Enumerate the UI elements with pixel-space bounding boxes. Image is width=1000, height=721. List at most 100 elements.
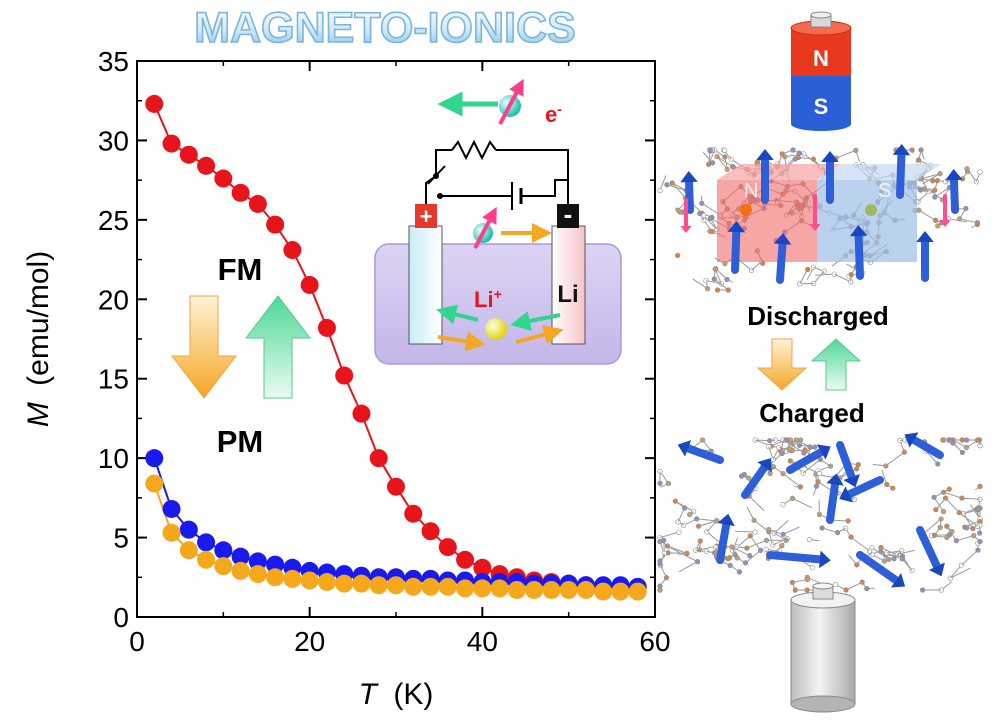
lithium-ion-ball (485, 318, 507, 340)
y-tick-label: 25 (98, 205, 129, 236)
data-point (507, 580, 526, 599)
spin-arrow-head (816, 444, 831, 460)
spin-arrow-head (819, 550, 831, 569)
network-bond (933, 497, 944, 512)
network-bond (835, 149, 856, 159)
data-point (611, 582, 630, 601)
charged-label: Charged (759, 398, 864, 428)
spin-arrow-head (839, 486, 853, 503)
network-bond (782, 473, 801, 488)
network-bond (773, 520, 789, 534)
network-bond (678, 561, 698, 573)
x-tick-label: 60 (639, 626, 670, 657)
data-point (473, 558, 492, 577)
network-atom (770, 456, 776, 462)
data-point (145, 474, 164, 493)
network-bond (886, 552, 903, 560)
data-point (335, 574, 354, 593)
metal-site (740, 204, 752, 216)
data-point (594, 582, 613, 601)
network-bond (714, 269, 722, 284)
data-point (559, 580, 578, 599)
network-bond (813, 270, 825, 284)
north-domain-block (717, 164, 841, 180)
spin-arrow-head (890, 573, 906, 588)
data-point (404, 577, 423, 596)
network-atom (738, 473, 745, 479)
data-point (438, 577, 457, 596)
network-bond (671, 182, 686, 199)
data-point (214, 169, 233, 188)
network-bond (850, 536, 870, 552)
data-point (179, 541, 198, 560)
spin-arrow-head (677, 440, 692, 457)
y-tick-label: 10 (98, 443, 129, 474)
spin-arrow-icon (684, 444, 724, 464)
network-bond (885, 451, 905, 467)
up-arrow-icon (810, 338, 862, 391)
network-bond (920, 173, 941, 180)
spin-arrow-icon (776, 240, 787, 284)
network-bond (731, 546, 750, 557)
plus-symbol: + (420, 204, 433, 229)
network-bond (845, 581, 863, 591)
network-atom (722, 147, 728, 154)
spin-arrow-icon (473, 206, 497, 249)
network-bond (970, 504, 981, 520)
discharged-label: Discharged (747, 301, 889, 331)
spin-arrow-head (756, 149, 774, 160)
network-atom (932, 194, 938, 200)
network-bond (933, 488, 950, 498)
network-atom (736, 569, 743, 575)
south-domain-block (817, 164, 941, 180)
data-point (231, 547, 250, 566)
network-bond (802, 459, 821, 474)
lithium-ion-charge: + (494, 286, 502, 302)
network-bond (713, 278, 729, 291)
network-atom (664, 182, 670, 188)
data-point (456, 579, 475, 598)
network-atom (763, 546, 769, 552)
spin-arrow-head (680, 226, 692, 233)
data-point (231, 183, 250, 202)
network-atom (786, 446, 792, 452)
network-bond (821, 527, 838, 534)
network-bond (748, 495, 765, 512)
network-atom (676, 529, 682, 535)
y-tick-label: 30 (98, 125, 129, 156)
network-bond (780, 439, 797, 454)
network-atom (714, 287, 721, 293)
network-bond (659, 531, 680, 538)
network-bond (792, 497, 812, 509)
network-atom (890, 485, 896, 491)
spin-arrow-icon (856, 551, 901, 585)
network-atom (819, 525, 825, 531)
data-point (283, 569, 302, 588)
spin-arrow-icon (845, 476, 884, 499)
network-bond (698, 520, 717, 527)
electron-symbol: e (545, 102, 557, 127)
spin-arrow-icon (854, 232, 864, 280)
spin-arrow-head (939, 220, 951, 227)
lithium-ion-symbol: Li (474, 287, 494, 312)
y-tick-label: 15 (98, 364, 129, 395)
data-point (300, 275, 319, 294)
network-atom (766, 527, 772, 533)
banner-title: MAGNETO-IONICS (194, 4, 575, 52)
data-point (438, 538, 457, 557)
block-north-label: N (744, 180, 758, 202)
network-bond (925, 450, 939, 465)
ion-flow-arrow (510, 311, 561, 331)
network-atom (657, 480, 663, 486)
network-atom (816, 470, 822, 477)
spin-arrow-head (904, 432, 919, 448)
spin-arrow-icon (896, 151, 906, 199)
right-schematic: N S N S Discharged Charged (657, 11, 983, 713)
data-point (266, 568, 285, 587)
y-tick-label: 20 (98, 284, 129, 315)
network-bond (659, 175, 667, 191)
data-point (214, 541, 233, 560)
network-bond (703, 215, 718, 230)
